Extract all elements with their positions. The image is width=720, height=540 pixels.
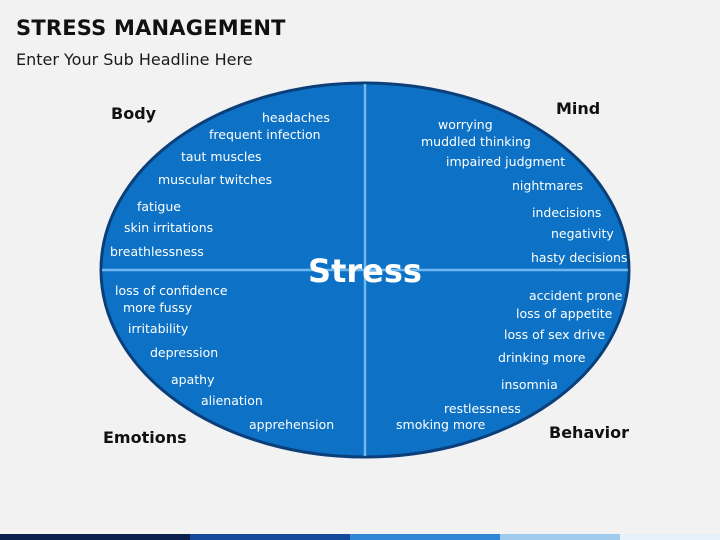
symptom-body: breathlessness [110,244,204,259]
symptom-body: fatigue [137,199,181,214]
symptom-body: muscular twitches [158,172,272,187]
symptom-mind: indecisions [532,205,601,220]
symptom-mind: hasty decisions [531,250,627,265]
footer-accent-bar [0,534,720,540]
symptom-emotions: alienation [201,393,263,408]
symptom-mind: muddled thinking [421,134,531,149]
footer-segment [350,534,500,540]
symptom-behavior: loss of appetite [516,306,613,321]
symptom-emotions: apprehension [249,417,334,432]
symptom-emotions: irritability [128,321,189,336]
footer-segment [620,534,720,540]
symptom-behavior: drinking more [498,350,586,365]
symptom-mind: nightmares [512,178,583,193]
symptom-layer: headaches frequent infection taut muscles m… [110,110,627,432]
footer-segment [0,534,190,540]
page-title: STRESS MANAGEMENT [16,16,286,40]
symptom-emotions: more fussy [123,300,193,315]
symptom-emotions: apathy [171,372,215,387]
footer-segment [190,534,350,540]
symptom-behavior: loss of sex drive [504,327,605,342]
symptom-behavior: restlessness [444,401,521,416]
label-mind: Mind [556,99,601,118]
symptom-emotions: loss of confidence [115,283,228,298]
label-behavior: Behavior [549,423,630,442]
symptom-behavior: insomnia [501,377,558,392]
page-subtitle: Enter Your Sub Headline Here [16,50,253,69]
symptom-body: taut muscles [181,149,262,164]
symptom-mind: impaired judgment [446,154,565,169]
footer-segment [500,534,620,540]
symptom-emotions: depression [150,345,218,360]
symptom-mind: negativity [551,226,614,241]
symptom-body: frequent infection [209,127,321,142]
label-body: Body [111,104,157,123]
label-emotions: Emotions [103,428,187,447]
symptom-mind: worrying [438,117,493,132]
symptom-behavior: accident prone [529,288,623,303]
symptom-body: skin irritations [124,220,213,235]
symptom-behavior: smoking more [396,417,486,432]
symptom-body: headaches [262,110,330,125]
center-label: Stress [308,252,422,290]
